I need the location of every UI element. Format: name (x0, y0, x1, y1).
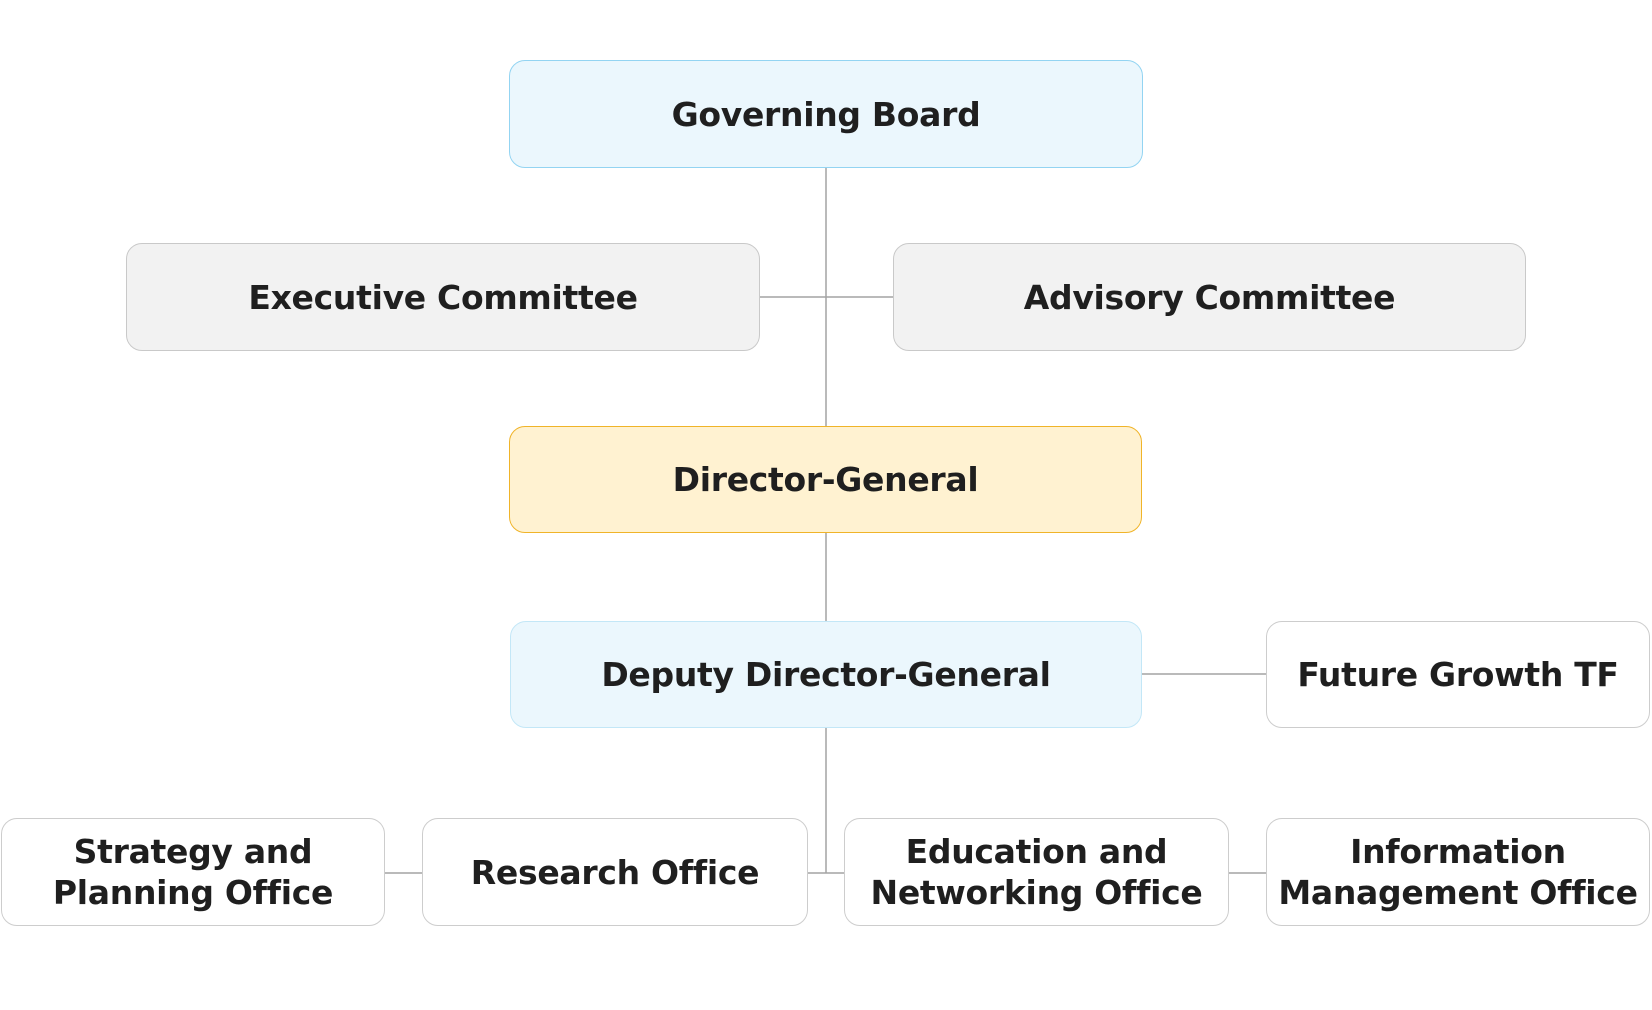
executive-committee-box: Executive Committee (126, 243, 760, 351)
governing-board-box: Governing Board (509, 60, 1143, 168)
office-label-line1: Research Office (470, 852, 760, 892)
research-office-box: Research Office (422, 818, 808, 926)
governing-board-label: Governing Board (671, 94, 981, 134)
office-label-line2: Planning Office (52, 873, 334, 912)
director-general-box: Director-General (509, 426, 1142, 533)
strategy-planning-office-box: Strategy and Planning Office (1, 818, 385, 926)
office-label-line1: Information (1350, 832, 1566, 871)
office-label-line2: Management Office (1278, 873, 1638, 912)
information-management-office-box: Information Management Office (1266, 818, 1650, 926)
office-label-line2: Networking Office (870, 873, 1203, 912)
future-growth-tf-box: Future Growth TF (1266, 621, 1650, 728)
education-networking-office-box: Education and Networking Office (844, 818, 1229, 926)
deputy-director-general-label: Deputy Director-General (601, 655, 1051, 694)
office-label-line1: Strategy and (73, 832, 313, 871)
advisory-committee-label: Advisory Committee (1023, 277, 1396, 317)
director-general-label: Director-General (672, 460, 979, 499)
future-growth-tf-label: Future Growth TF (1297, 655, 1619, 694)
executive-committee-label: Executive Committee (248, 277, 638, 317)
office-label-line1: Education and (905, 832, 1168, 871)
deputy-director-general-box: Deputy Director-General (510, 621, 1142, 728)
advisory-committee-box: Advisory Committee (893, 243, 1526, 351)
